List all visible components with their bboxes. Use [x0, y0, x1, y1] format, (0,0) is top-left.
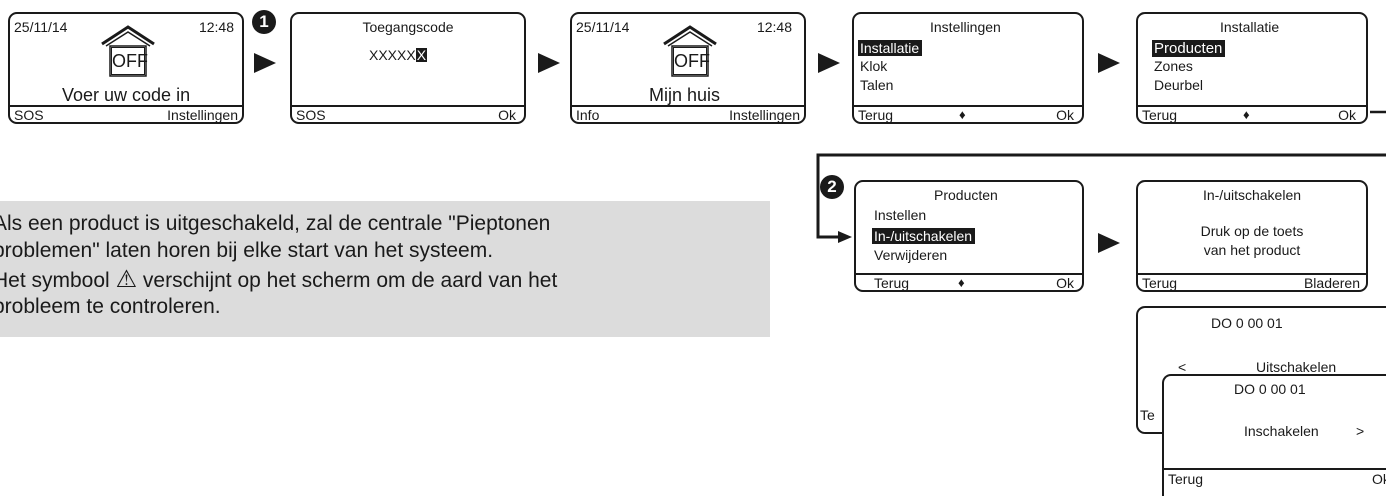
- note-line-3a: Het symbool: [0, 269, 110, 292]
- screen-title: Producten: [934, 187, 998, 203]
- softkey-left[interactable]: SOS: [14, 107, 44, 123]
- screen-enable-disable: In-/uitschakelen Druk op de toets van he…: [1136, 180, 1368, 292]
- note-line-3: Het symbool ⚠ verschijnt op het scherm o…: [0, 268, 557, 292]
- step-number-2: 2: [820, 175, 844, 199]
- softkey-divider: [1138, 273, 1366, 275]
- instruction-line-1: Druk op de toets: [1200, 223, 1304, 239]
- flow-connector: [816, 110, 1386, 243]
- softkey-right[interactable]: Instellingen: [729, 107, 800, 123]
- softkey-left[interactable]: Terug: [1142, 275, 1178, 291]
- code-cursor: X: [415, 47, 428, 63]
- menu-item-klok[interactable]: Klok: [860, 58, 888, 74]
- scroll-updown-icon: ♦: [1243, 107, 1250, 122]
- softkey-left[interactable]: Terug: [874, 275, 910, 291]
- softkey-left[interactable]: Terug: [858, 107, 894, 123]
- screen-settings-menu: Instellingen Installatie Klok Talen Teru…: [852, 12, 1084, 124]
- menu-item-installatie[interactable]: Installatie: [858, 40, 923, 56]
- menu-item-instellen[interactable]: Instellen: [874, 207, 927, 223]
- softkey-left[interactable]: SOS: [296, 107, 326, 123]
- note-line-3b: verschijnt op het scherm om de aard van …: [142, 269, 558, 292]
- flow-arrow: [1098, 53, 1120, 73]
- scroll-updown-icon: ♦: [958, 275, 965, 290]
- note-line-4: probleem te controleren.: [0, 295, 221, 318]
- softkey-divider: [1138, 105, 1366, 107]
- screen-installation-menu: Installatie Producten Zones Deurbel Teru…: [1136, 12, 1368, 124]
- softkey-right[interactable]: Ok: [1338, 107, 1356, 123]
- date-label: 25/11/14: [576, 19, 630, 35]
- time-label: 12:48: [756, 19, 792, 35]
- flow-arrow: [254, 53, 276, 73]
- off-status-box: OFF: [673, 47, 710, 75]
- screen-home: 25/11/14 12:48 OFF Mijn huis Info Instel…: [570, 12, 806, 124]
- message-text: Voer uw code in: [62, 85, 191, 105]
- softkey-left[interactable]: Terug: [1168, 471, 1204, 487]
- product-id: DO 0 00 01: [1234, 381, 1306, 397]
- screen-title: Toegangscode: [362, 19, 454, 35]
- menu-item-talen[interactable]: Talen: [860, 77, 894, 93]
- softkey-right[interactable]: Ok: [1056, 275, 1074, 291]
- note-line-1: Als een product is uitgeschakeld, zal de…: [0, 212, 551, 235]
- menu-item-deurbel[interactable]: Deurbel: [1154, 77, 1204, 93]
- menu-item-zones[interactable]: Zones: [1154, 58, 1193, 74]
- warning-icon: ⚠: [115, 266, 138, 293]
- code-masked: XXXXX: [369, 47, 416, 63]
- softkey-divider: [854, 105, 1082, 107]
- softkey-divider: [292, 105, 524, 107]
- softkey-divider: [856, 273, 1082, 275]
- code-entry: XXXXXX: [369, 47, 428, 63]
- screen-standby-off: 25/11/14 12:48 OFF Voer uw code in SOS I…: [8, 12, 244, 124]
- menu-item-verwijderen[interactable]: Verwijderen: [874, 247, 948, 263]
- prev-arrow[interactable]: <: [1178, 359, 1187, 375]
- softkey-right[interactable]: Ok: [1056, 107, 1074, 123]
- menu-item-producten[interactable]: Producten: [1152, 40, 1226, 57]
- time-label: 12:48: [198, 19, 234, 35]
- softkey-left[interactable]: Info: [576, 107, 600, 123]
- flow-arrow: [818, 53, 840, 73]
- product-id: DO 0 00 01: [1211, 315, 1283, 331]
- softkey-right[interactable]: Ok: [498, 107, 516, 123]
- softkey-divider: [1164, 468, 1386, 470]
- softkey-right[interactable]: Bladeren: [1303, 275, 1360, 291]
- softkey-left[interactable]: Terug: [1142, 107, 1178, 123]
- softkey-divider: [572, 105, 804, 107]
- info-note: Als een product is uitgeschakeld, zal de…: [0, 201, 770, 337]
- softkey-right[interactable]: Instellingen: [167, 107, 238, 123]
- menu-item-in-uitschakelen[interactable]: In-/uitschakelen: [872, 228, 976, 244]
- softkey-right[interactable]: Ok: [1372, 471, 1386, 487]
- instruction-line-2: van het product: [1203, 242, 1301, 258]
- screen-title: Instellingen: [930, 19, 1001, 35]
- screen-title: In-/uitschakelen: [1202, 187, 1302, 203]
- date-label: 25/11/14: [14, 19, 68, 35]
- screen-title: Installatie: [1220, 19, 1280, 35]
- action-label: Inschakelen: [1244, 423, 1319, 439]
- off-status-box: OFF: [111, 47, 148, 75]
- screen-product-enable: DO 0 00 01 Inschakelen > Terug Ok: [1162, 374, 1386, 496]
- message-text: Mijn huis: [649, 85, 721, 105]
- scroll-updown-icon: ♦: [959, 107, 966, 122]
- note-line-2: problemen" laten horen bij elke start va…: [0, 239, 494, 262]
- next-arrow[interactable]: >: [1356, 423, 1365, 439]
- flow-arrow: [1098, 233, 1120, 253]
- softkey-left-partial: Te: [1140, 407, 1155, 423]
- step-number-1: 1: [252, 10, 276, 34]
- screen-access-code: Toegangscode XXXXXX SOS Ok: [290, 12, 526, 124]
- softkey-divider: [10, 105, 242, 107]
- action-label: Uitschakelen: [1256, 359, 1337, 375]
- screen-products-menu: Producten Instellen In-/uitschakelen Ver…: [854, 180, 1084, 292]
- flow-arrow: [538, 53, 560, 73]
